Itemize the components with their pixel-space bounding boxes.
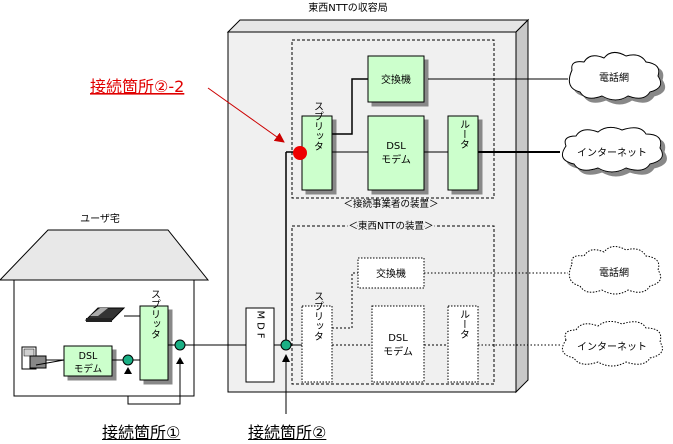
ntt-splitter-label: スプリッタ (312, 291, 324, 341)
operator-group-label: ＜接続事業者の装置＞ (343, 198, 438, 210)
operator-equipment-group (291, 39, 495, 199)
ntt-dsl-modem-box (371, 305, 425, 383)
connection-point-1-label: 接続箇所① (102, 423, 180, 440)
user-modem-connector-dot (122, 354, 134, 366)
connection-point-2-indicator (282, 354, 290, 414)
operator-router-label: ルータ (458, 119, 470, 149)
user-splitter-box (139, 305, 169, 381)
user-wall-connector-dot (174, 339, 186, 351)
operator-dsl-label: DSL (386, 141, 406, 152)
mdf-box (245, 307, 275, 383)
user-modem-label: モデム (74, 363, 102, 375)
building-title: 東西NTTの収容局 (308, 1, 388, 14)
ntt-exchange-label: 交換機 (376, 267, 406, 280)
ntt-splitter-exchange-line (332, 272, 358, 329)
ntt-splitter-box (301, 305, 333, 383)
operator-exchange-label: 交換機 (381, 73, 411, 86)
ntt-equipment-group (291, 225, 495, 385)
connection-point-2-label: 接続箇所② (248, 423, 326, 440)
user-splitter-label: スプリッタ (149, 289, 161, 339)
mdf-connector-dot (280, 339, 292, 351)
operator-splitter-label: スプリッタ (312, 101, 324, 151)
internet-cloud-bottom (561, 320, 663, 367)
ntt-router-box (447, 305, 479, 383)
internet-top-label: インターネット (577, 147, 647, 159)
operator-router-box (447, 115, 479, 191)
ntt-modem-label: モデム (383, 345, 413, 358)
operator-exchange-box (367, 55, 425, 103)
phone-network-cloud-top (568, 52, 662, 101)
ntt-router-label: ルータ (458, 309, 470, 339)
connection-point-2-2-arrow (207, 87, 285, 143)
operator-modem-label: モデム (381, 153, 411, 166)
telephone-icon (84, 307, 126, 322)
computer-icon (21, 346, 65, 370)
phone-network-cloud-bottom (568, 246, 662, 295)
ntt-dsl-label: DSL (388, 333, 408, 344)
mdf-label: MDF (255, 310, 266, 341)
operator-splitter-exchange-line (332, 78, 368, 135)
internet-cloud-top (561, 126, 663, 173)
ntt-group-label: ＜東西NTTの装置＞ (348, 220, 433, 232)
user-dsl-label: DSL (79, 351, 98, 362)
red-connection-point (293, 146, 307, 160)
operator-dsl-modem-box (367, 115, 425, 191)
user-dsl-modem-box (63, 345, 113, 377)
internet-bottom-label: インターネット (577, 341, 647, 353)
connection-point-1-indicator (124, 357, 184, 405)
phone-network-top-label: 電話網 (599, 71, 629, 84)
phone-network-bottom-label: 電話網 (599, 266, 629, 279)
house-label: ユーザ宅 (80, 212, 120, 225)
connection-point-2-2-label: 接続箇所②-2 (90, 77, 184, 96)
